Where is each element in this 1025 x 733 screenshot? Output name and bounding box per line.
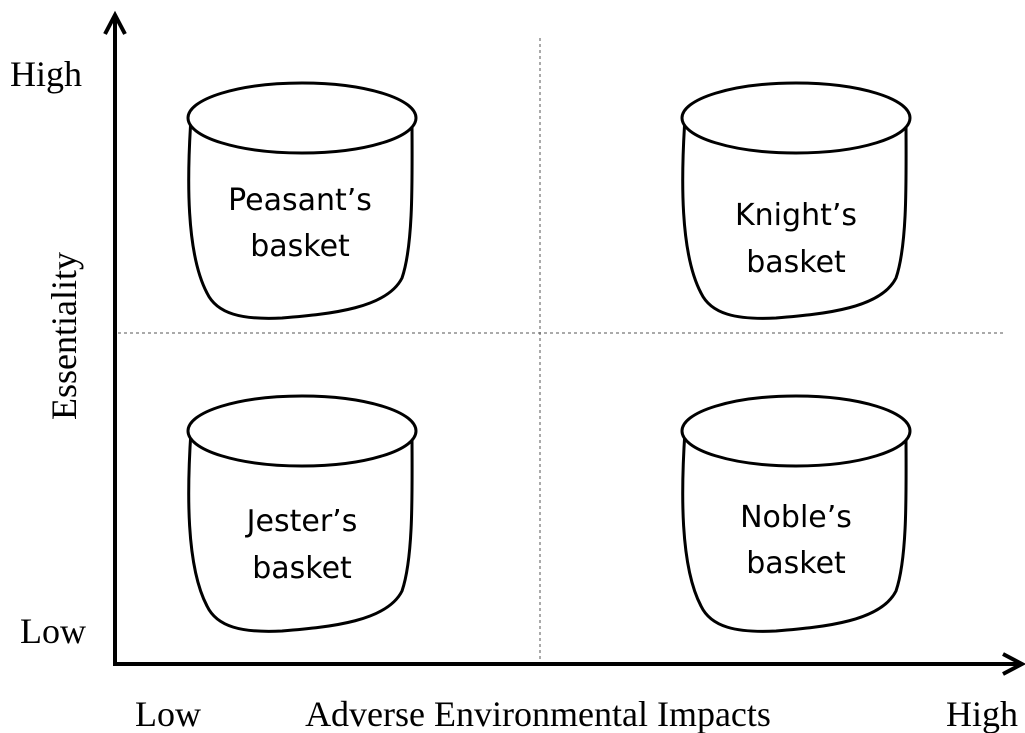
x-axis-title: Adverse Environmental Impacts	[305, 694, 771, 733]
basket-body	[681, 116, 908, 320]
x-axis-low-label: Low	[135, 694, 201, 733]
basket-rim	[186, 394, 418, 468]
jester-basket: Jester’s basket	[186, 394, 418, 633]
y-axis-high-label: High	[10, 54, 82, 94]
basket-label-line2: basket	[252, 551, 352, 586]
basket-label-line1: Noble’s	[740, 500, 852, 535]
y-axis-low-label: Low	[20, 611, 86, 651]
basket-label-line1: Peasant’s	[228, 183, 372, 218]
basket-body	[187, 116, 414, 320]
basket-label-line1: Knight’s	[735, 198, 857, 233]
basket-label-line1: Jester’s	[245, 504, 358, 539]
noble-basket: Noble’s basket	[680, 394, 912, 633]
x-axis-arrowhead	[1002, 652, 1025, 676]
peasant-basket: Peasant’s basket	[186, 81, 418, 320]
basket-body	[187, 429, 414, 633]
basket-body	[681, 429, 908, 633]
x-axis-high-label: High	[946, 694, 1018, 733]
basket-rim	[186, 81, 418, 155]
basket-label-line2: basket	[746, 245, 846, 280]
knight-basket: Knight’s basket	[680, 81, 912, 320]
basket-label-line2: basket	[250, 229, 350, 264]
y-axis-title: Essentiality	[44, 252, 84, 420]
y-axis-arrowhead	[103, 10, 127, 35]
basket-label-line2: basket	[746, 546, 846, 581]
basket-rim	[680, 394, 912, 468]
basket-rim	[680, 81, 912, 155]
